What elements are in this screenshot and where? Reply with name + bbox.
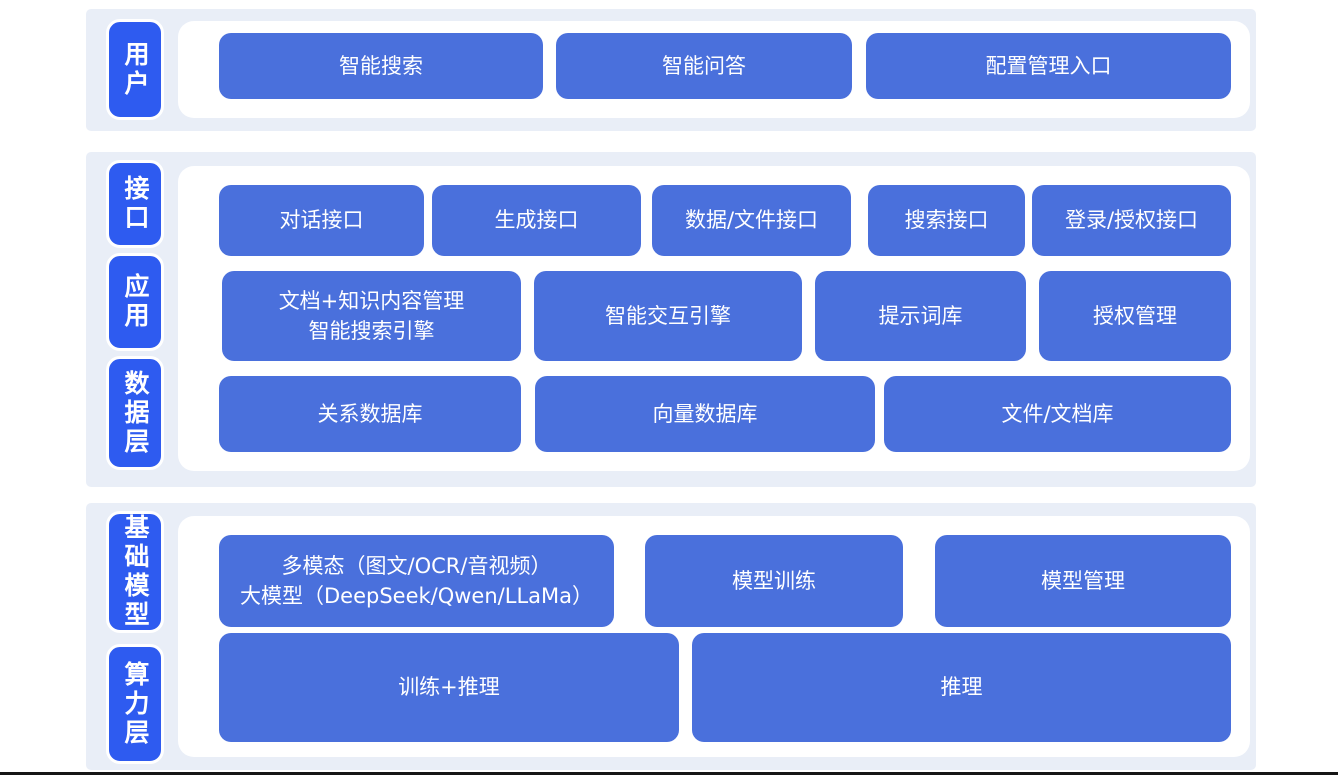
node-search-api: 搜索接口 [868, 185, 1025, 256]
node-model-training: 模型训练 [645, 535, 903, 627]
node-login-auth-api: 登录/授权接口 [1032, 185, 1231, 256]
layer-label-data: 数据层 [106, 356, 164, 470]
layer-label-application: 应用 [106, 253, 164, 351]
node-smart-search: 智能搜索 [219, 33, 543, 99]
node-multimodal-llm: 多模态（图文/OCR/音视频） 大模型（DeepSeek/Qwen/LLaMa） [219, 535, 614, 627]
bottom-divider [0, 772, 1338, 775]
layer-label-user: 用户 [106, 19, 164, 120]
node-relational-db: 关系数据库 [219, 376, 521, 452]
node-generation-api: 生成接口 [432, 185, 641, 256]
layer-label-compute: 算力层 [106, 644, 164, 764]
node-smart-interaction-engine: 智能交互引擎 [534, 271, 802, 361]
node-config-management-entry: 配置管理入口 [866, 33, 1231, 99]
node-training-inference: 训练+推理 [219, 633, 679, 742]
node-smart-qa: 智能问答 [556, 33, 852, 99]
node-vector-db: 向量数据库 [535, 376, 875, 452]
node-doc-knowledge-search-engine: 文档+知识内容管理 智能搜索引擎 [222, 271, 521, 361]
node-model-management: 模型管理 [935, 535, 1231, 627]
node-data-file-api: 数据/文件接口 [652, 185, 851, 256]
layer-label-foundation-model: 基础模型 [106, 511, 164, 633]
node-auth-management: 授权管理 [1039, 271, 1231, 361]
node-prompt-library: 提示词库 [815, 271, 1026, 361]
node-file-doc-db: 文件/文档库 [884, 376, 1231, 452]
layer-label-api: 接口 [106, 160, 164, 248]
node-inference: 推理 [692, 633, 1231, 742]
node-dialog-api: 对话接口 [219, 185, 424, 256]
